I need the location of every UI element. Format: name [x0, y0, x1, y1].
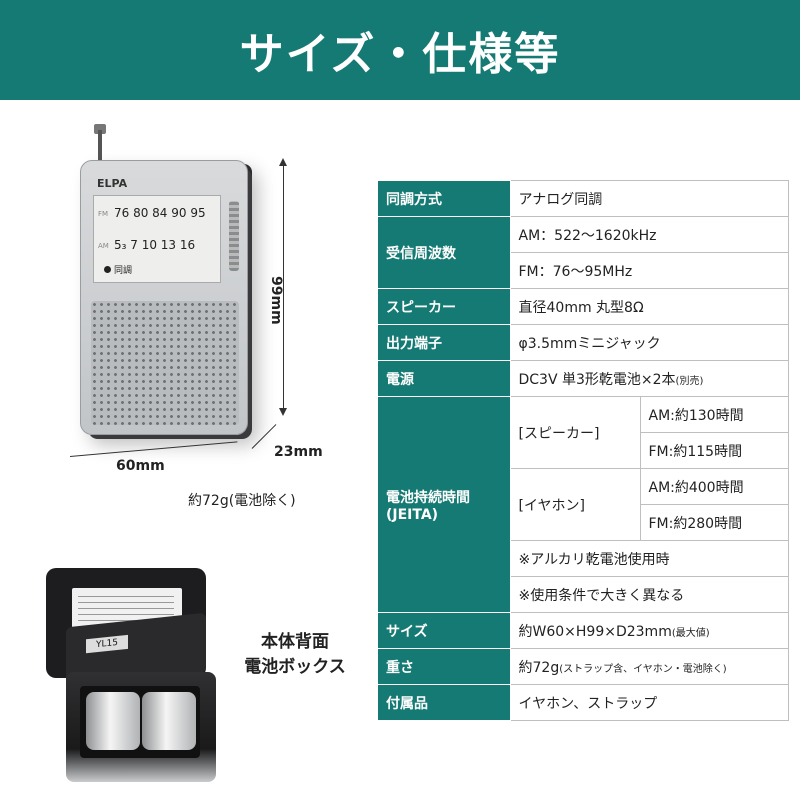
weight-note: 約72g(電池除く)	[188, 493, 296, 509]
height-dimension-label: 99mm	[268, 276, 284, 325]
table-row: FM:約115時間	[378, 432, 789, 469]
spec-value: DC3V 単3形乾電池×2本(別売)	[509, 360, 789, 397]
header-banner: サイズ・仕様等	[0, 0, 800, 100]
arrow-down-icon	[279, 408, 287, 416]
spec-value: AM:約130時間	[639, 396, 789, 433]
height-dimension-line	[283, 162, 284, 412]
battery-cell-icon	[142, 692, 196, 750]
spec-value-note: (ストラップ含、イヤホン・電池除く)	[559, 663, 727, 675]
depth-dimension-line	[251, 424, 277, 449]
product-illustration: ELPA FM 76 80 84 90 95 AM 5₃ 7 10 13 16 …	[0, 100, 380, 800]
spec-value: アナログ同調	[509, 180, 789, 217]
spec-note: ※使用条件で大きく異なる	[509, 576, 789, 613]
tuning-dial: FM 76 80 84 90 95 AM 5₃ 7 10 13 16 同調	[93, 195, 221, 283]
battery-box-caption: 本体背面 電池ボックス	[220, 630, 370, 680]
spec-value: AM：522〜1620kHz	[509, 216, 789, 253]
spec-value: 約W60×H99×D23mm(最大値)	[509, 612, 789, 649]
table-row: 電源 DC3V 単3形乾電池×2本(別売)	[378, 360, 789, 397]
antenna-tip	[94, 124, 106, 134]
spec-value-note: (別売)	[675, 375, 704, 387]
spec-label: スピーカー	[378, 288, 511, 325]
spec-table: 同調方式 アナログ同調 受信周波数 AM：522〜1620kHz FM：76〜9…	[378, 180, 789, 721]
antenna	[98, 130, 102, 162]
spec-label: 電源	[378, 360, 511, 397]
spec-label: 付属品	[378, 684, 511, 721]
battery-mode-speaker: [スピーカー]	[509, 396, 641, 469]
width-dimension-label: 60mm	[116, 458, 165, 474]
table-row: スピーカー 直径40mm 丸型8Ω	[378, 288, 789, 325]
spec-value-main: DC3V 単3形乾電池×2本	[518, 371, 676, 388]
radio-body: ELPA FM 76 80 84 90 95 AM 5₃ 7 10 13 16 …	[80, 160, 248, 435]
spec-label: 同調方式	[378, 180, 511, 217]
battery-box-illustration: YL15	[36, 562, 216, 784]
spec-label-line-2: (JEITA)	[386, 506, 439, 523]
spec-value: FM：76〜95MHz	[509, 252, 789, 289]
spec-note: ※アルカリ乾電池使用時	[509, 540, 789, 577]
spec-label: 受信周波数	[378, 216, 511, 289]
fm-band-label: FM	[98, 210, 109, 218]
spec-value: 約72g(ストラップ含、イヤホン・電池除く)	[509, 648, 789, 685]
battery-cell-icon	[86, 692, 140, 750]
table-row: FM:約280時間	[378, 504, 789, 541]
spec-value-main: 約72g	[518, 659, 560, 676]
spec-value: 直径40mm 丸型8Ω	[509, 288, 789, 325]
caption-line-2: 電池ボックス	[244, 657, 346, 677]
spec-value-note: (最大値)	[671, 627, 710, 639]
table-row: [イヤホン] AM:約400時間	[378, 468, 789, 541]
spec-label: サイズ	[378, 612, 511, 649]
table-row: 重さ 約72g(ストラップ含、イヤホン・電池除く)	[378, 648, 789, 685]
am-band-label: AM	[98, 242, 109, 250]
spec-value: FM:約280時間	[639, 504, 789, 541]
table-row: サイズ 約W60×H99×D23mm(最大値)	[378, 612, 789, 649]
table-row: 同調方式 アナログ同調	[378, 180, 789, 217]
table-row: 付属品 イヤホン、ストラップ	[378, 684, 789, 721]
arrow-up-icon	[279, 158, 287, 166]
caption-line-1: 本体背面	[261, 632, 329, 652]
spec-label: 重さ	[378, 648, 511, 685]
spec-label: 出力端子	[378, 324, 511, 361]
fm-scale: 76 80 84 90 95	[114, 206, 206, 220]
tuning-indicator-icon	[104, 266, 111, 273]
model-label: YL15	[86, 634, 128, 654]
table-row: 電池持続時間 (JEITA) [スピーカー] AM:約130時間	[378, 396, 789, 613]
depth-dimension-label: 23mm	[274, 444, 323, 460]
table-row: 出力端子 φ3.5mmミニジャック	[378, 324, 789, 361]
spec-value-main: 約W60×H99×D23mm	[518, 623, 672, 640]
table-row: 受信周波数 AM：522〜1620kHz	[378, 216, 789, 289]
table-row: ※使用条件で大きく異なる	[378, 576, 789, 613]
spec-label-line-1: 電池持続時間	[386, 489, 470, 506]
battery-mode-earphone: [イヤホン]	[509, 468, 641, 541]
spec-value: FM:約115時間	[639, 432, 789, 469]
page-title: サイズ・仕様等	[239, 29, 561, 80]
am-scale: 5₃ 7 10 13 16	[114, 238, 196, 252]
tuning-knob	[229, 201, 239, 271]
table-row: ※アルカリ乾電池使用時	[378, 540, 789, 577]
spec-value: イヤホン、ストラップ	[509, 684, 789, 721]
speaker-grille	[91, 301, 239, 425]
width-dimension-line	[69, 441, 238, 457]
spec-label: 電池持続時間 (JEITA)	[378, 396, 511, 613]
tuning-label: 同調	[114, 266, 133, 276]
spec-value: φ3.5mmミニジャック	[509, 324, 789, 361]
spec-value: AM:約400時間	[639, 468, 789, 505]
brand-logo: ELPA	[97, 177, 128, 190]
